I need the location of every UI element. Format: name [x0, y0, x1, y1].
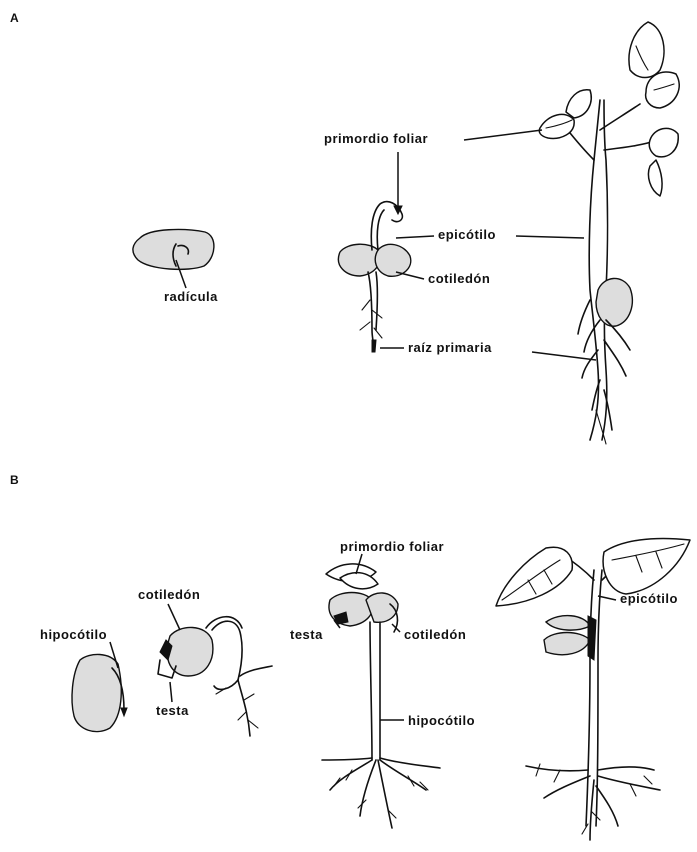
label-cotiledon-b3: cotiledón [404, 628, 466, 641]
label-testa-b3: testa [290, 628, 323, 641]
label-hipocotilo-b3: hipocótilo [408, 714, 475, 727]
label-epicotilo-b4: epicótilo [620, 592, 678, 605]
label-primordio-foliar-a: primordio foliar [324, 132, 428, 145]
label-raiz-primaria: raíz primaria [408, 341, 492, 354]
panel-a-leaders [380, 130, 596, 360]
label-primordio-foliar-b: primordio foliar [340, 540, 444, 553]
leader-cotiledon-1 [168, 604, 180, 630]
plant-stage-b4 [496, 539, 690, 841]
label-hipocotilo-b1: hipocótilo [40, 628, 107, 641]
leader-testa-1 [170, 682, 172, 702]
seed-stage-b1 [72, 654, 127, 731]
seedling-stage-a2 [338, 202, 410, 352]
seedling-stage-b2 [158, 617, 272, 736]
panel-letter-a: A [10, 12, 19, 24]
leader-epicotilo-b [598, 596, 616, 600]
label-cotiledon-a: cotiledón [428, 272, 490, 285]
plant-stage-a3 [539, 22, 679, 444]
seedling-stage-b3 [322, 564, 440, 828]
label-epicotilo-a: epicótilo [438, 228, 496, 241]
label-testa-b2: testa [156, 704, 189, 717]
label-cotiledon-b2: cotiledón [138, 588, 200, 601]
label-radicula: radícula [164, 290, 218, 303]
panel-letter-b: B [10, 474, 19, 486]
seed-stage-a1 [133, 230, 214, 270]
